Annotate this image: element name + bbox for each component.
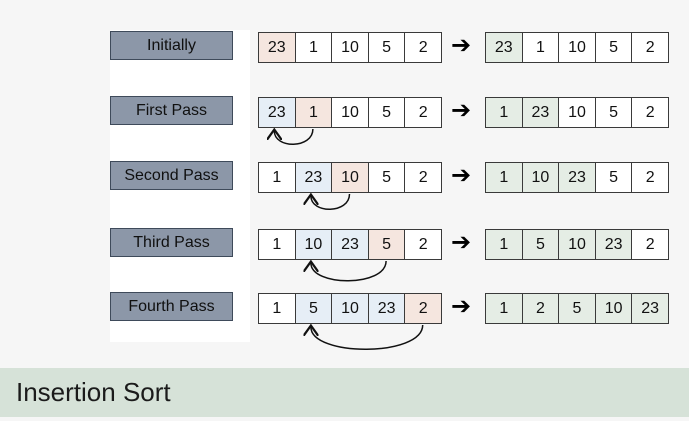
after-array-cell: 2 <box>631 229 669 260</box>
after-array-cell: 23 <box>521 97 560 128</box>
before-array-cell: 1 <box>294 97 333 128</box>
before-array-cell: 1 <box>294 32 333 63</box>
before-array-cell: 5 <box>367 97 406 128</box>
move-curve-arrow <box>311 194 351 210</box>
after-array-cell: 23 <box>558 162 596 193</box>
after-array-cell: 23 <box>485 32 523 63</box>
pass-label: Second Pass <box>110 161 233 190</box>
before-array-cell: 5 <box>294 293 333 324</box>
arrow-right-icon: ➔ <box>451 229 472 256</box>
before-array-cell: 2 <box>404 162 442 193</box>
page-title: Insertion Sort <box>16 377 171 407</box>
after-array-cell: 5 <box>594 97 633 128</box>
pass-label: Third Pass <box>110 228 233 257</box>
before-array-cell: 23 <box>331 229 369 260</box>
after-array-cell: 2 <box>521 293 560 324</box>
before-array-cell: 23 <box>367 293 406 324</box>
after-array-cell: 23 <box>631 293 669 324</box>
after-array-cell: 10 <box>558 229 596 260</box>
after-array-cell: 1 <box>485 162 523 193</box>
before-array-cell: 23 <box>258 97 296 128</box>
pass-label: First Pass <box>110 96 233 125</box>
after-array-cell: 1 <box>485 97 523 128</box>
pass-label: Fourth Pass <box>110 292 233 321</box>
before-array-cell: 10 <box>294 229 333 260</box>
after-array-cell: 10 <box>594 293 633 324</box>
arrow-right-icon: ➔ <box>451 293 472 320</box>
move-curve-arrow <box>311 325 424 350</box>
arrow-right-icon: ➔ <box>451 32 472 59</box>
before-array-cell: 1 <box>258 162 296 193</box>
after-array-cell: 2 <box>631 97 669 128</box>
before-array-cell: 23 <box>294 162 333 193</box>
before-array-cell: 1 <box>258 229 296 260</box>
after-array-cell: 2 <box>631 162 669 193</box>
after-array-cell: 23 <box>594 229 633 260</box>
after-array-cell: 1 <box>485 293 523 324</box>
before-array-cell: 5 <box>367 32 406 63</box>
before-array-cell: 10 <box>331 32 369 63</box>
before-array-cell: 5 <box>367 229 406 260</box>
after-array-cell: 1 <box>485 229 523 260</box>
before-array-cell: 1 <box>258 293 296 324</box>
after-array-cell: 1 <box>521 32 560 63</box>
move-curve-arrow <box>311 261 387 282</box>
after-array-cell: 5 <box>594 162 633 193</box>
before-array-cell: 5 <box>367 162 406 193</box>
before-array-cell: 10 <box>331 162 369 193</box>
after-array-cell: 5 <box>594 32 633 63</box>
after-array-cell: 10 <box>521 162 560 193</box>
before-array-cell: 10 <box>331 97 369 128</box>
before-array-cell: 10 <box>331 293 369 324</box>
after-array-cell: 2 <box>631 32 669 63</box>
before-array-cell: 23 <box>258 32 296 63</box>
before-array-cell: 2 <box>404 293 442 324</box>
footer-bar: Insertion Sort <box>0 368 689 417</box>
pass-label: Initially <box>110 31 233 60</box>
after-array-cell: 10 <box>558 97 596 128</box>
move-curve-arrow <box>274 129 314 145</box>
before-array-cell: 2 <box>404 97 442 128</box>
arrow-right-icon: ➔ <box>451 162 472 189</box>
after-array-cell: 5 <box>558 293 596 324</box>
after-array-cell: 5 <box>521 229 560 260</box>
after-array-cell: 10 <box>558 32 596 63</box>
arrow-right-icon: ➔ <box>451 97 472 124</box>
before-array-cell: 2 <box>404 32 442 63</box>
before-array-cell: 2 <box>404 229 442 260</box>
